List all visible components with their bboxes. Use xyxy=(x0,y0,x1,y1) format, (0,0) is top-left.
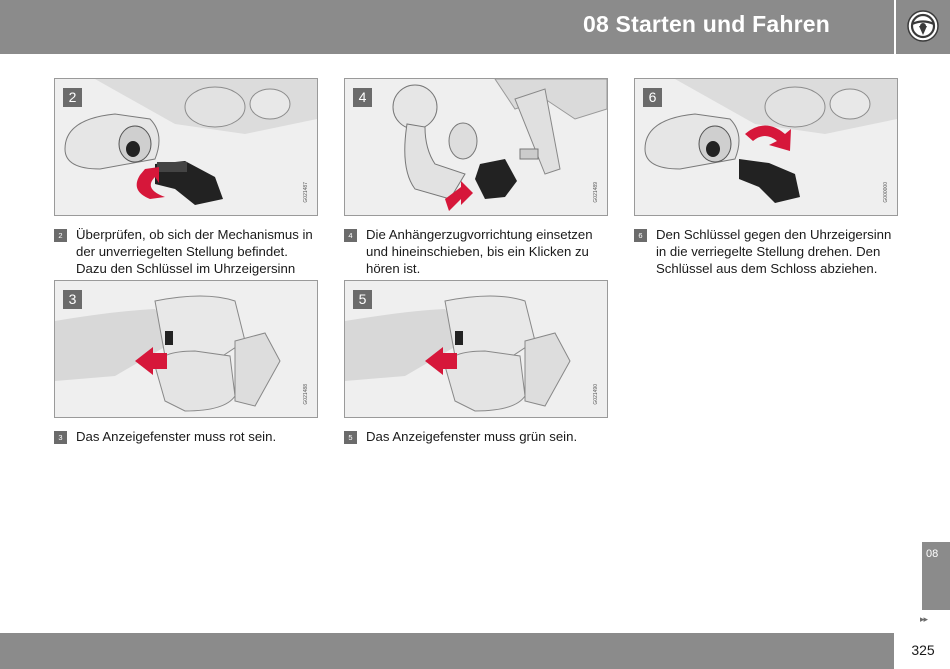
figure-4: 4 G021489 xyxy=(344,78,608,216)
next-page-arrows-icon[interactable]: ▸▸ xyxy=(920,614,928,624)
page-header: 08 Starten und Fahren xyxy=(0,0,894,54)
chapter-tab-label: 08 xyxy=(926,548,939,560)
figure-number: 6 xyxy=(643,88,662,107)
chapter-title: 08 Starten und Fahren xyxy=(582,11,830,37)
figure-code: G021487 xyxy=(303,182,309,203)
caption-text: Den Schlüssel gegen den Uhrzeigersinn in… xyxy=(656,227,892,276)
caption-4: 4 Die Anhängerzugvorrichtung einsetzen u… xyxy=(344,226,606,277)
caption-text: Das Anzeigefenster muss rot sein. xyxy=(76,429,277,444)
figure-number: 2 xyxy=(63,88,82,107)
step-number-badge: 3 xyxy=(54,431,67,444)
caption-text: Das Anzeigefenster muss grün sein. xyxy=(366,429,578,444)
step-number-badge: 5 xyxy=(344,431,357,444)
figure-3: 3 G021488 xyxy=(54,280,318,418)
figure-number: 5 xyxy=(353,290,372,309)
caption-text: Die Anhängerzugvorrichtung einsetzen und… xyxy=(366,227,593,276)
step-number-badge: 2 xyxy=(54,229,67,242)
figure-number: 4 xyxy=(353,88,372,107)
figure-5: 5 G021490 xyxy=(344,280,608,418)
illustration-insert-towbar xyxy=(345,79,607,215)
caption-5: 5 Das Anzeigefenster muss grün sein. xyxy=(344,428,606,445)
steering-wheel-icon xyxy=(907,10,939,42)
figure-code: G021489 xyxy=(593,182,599,203)
figure-number: 3 xyxy=(63,290,82,309)
figure-6: 6 G000000 xyxy=(634,78,898,216)
figure-2: 2 G021487 xyxy=(54,78,318,216)
step-number-badge: 4 xyxy=(344,229,357,242)
illustration-lock-key xyxy=(635,79,897,215)
illustration-indicator-green xyxy=(345,281,607,417)
page-footer xyxy=(0,633,894,669)
page-number: 325 xyxy=(911,642,935,658)
chapter-tab[interactable]: 08 xyxy=(922,542,950,610)
chapter-icon-box xyxy=(896,0,950,54)
illustration-check-mechanism xyxy=(55,79,317,215)
figure-code: G021488 xyxy=(303,384,309,405)
caption-6: 6 Den Schlüssel gegen den Uhrzeigersinn … xyxy=(634,226,896,277)
illustration-indicator-red xyxy=(55,281,317,417)
step-number-badge: 6 xyxy=(634,229,647,242)
figure-code: G000000 xyxy=(883,182,889,203)
figure-code: G021490 xyxy=(593,384,599,405)
caption-3: 3 Das Anzeigefenster muss rot sein. xyxy=(54,428,316,445)
